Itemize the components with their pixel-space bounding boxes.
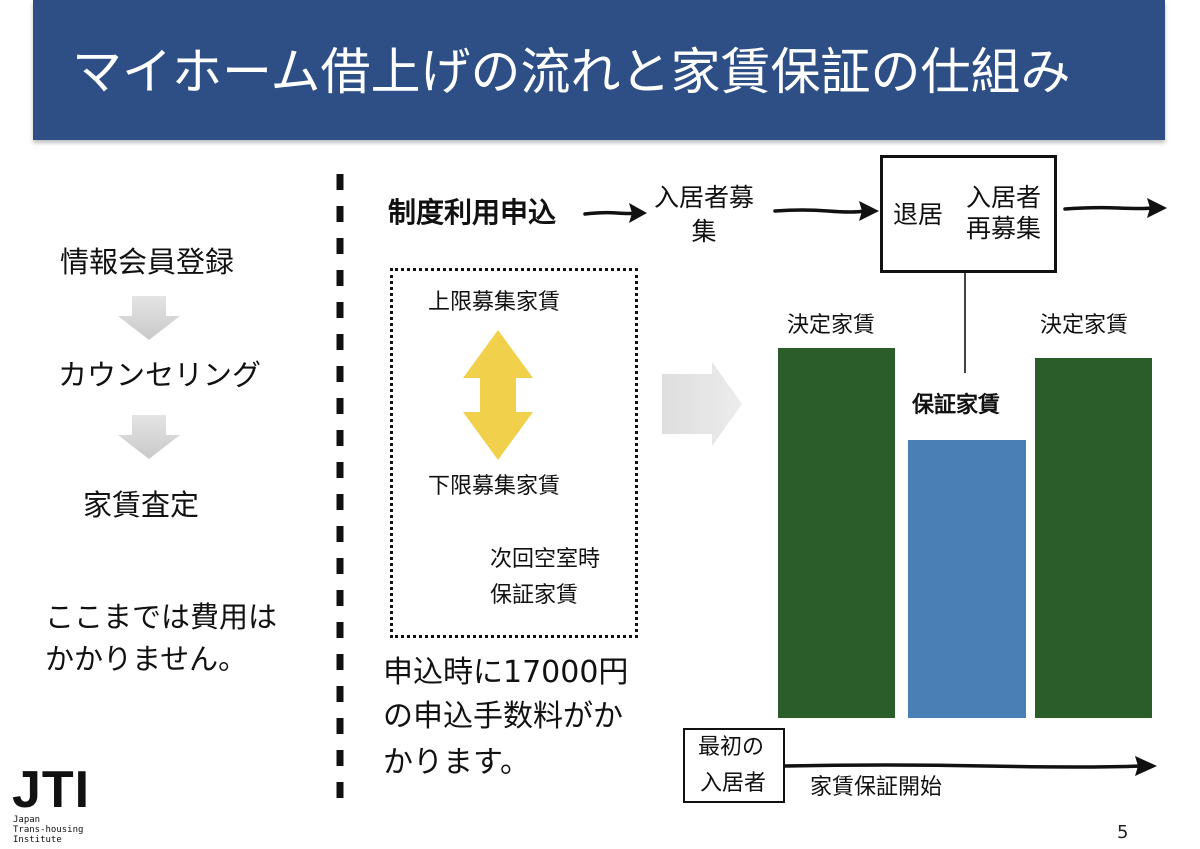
flow-arrow-icon xyxy=(583,203,647,223)
rent-range-box xyxy=(390,268,638,638)
decided-rent-label-left: 決定家賃 xyxy=(787,313,876,338)
guarantee-start-label: 家賃保証開始 xyxy=(810,775,943,800)
guaranteed-rent-label: 保証家賃 xyxy=(912,393,1001,418)
down-arrow-icon xyxy=(118,296,180,340)
vacancy-box xyxy=(880,155,1057,273)
dashed-divider xyxy=(336,174,344,802)
decided-rent-label-right: 決定家賃 xyxy=(1040,313,1129,338)
step-rent-assessment: 家賃査定 xyxy=(83,488,200,522)
lower-rent-label: 下限募集家賃 xyxy=(428,474,561,499)
re-recruitment-line: 再募集 xyxy=(966,214,1042,243)
connector-line xyxy=(964,273,966,373)
page-number: 5 xyxy=(1117,822,1129,843)
upper-rent-label: 上限募集家賃 xyxy=(428,290,561,315)
tenant-recruitment-line: 集 xyxy=(691,217,717,246)
fee-note-line: 申込時に17000円 xyxy=(383,655,629,690)
timeline-arrow-icon xyxy=(785,756,1157,776)
first-tenant-line: 入居者 xyxy=(700,771,767,796)
decided-rent-bar-left xyxy=(778,348,895,718)
slide-title: マイホーム借上げの流れと家賃保証の仕組み xyxy=(72,43,1071,101)
application-label: 制度利用申込 xyxy=(388,196,557,229)
next-vacancy-line: 次回空室時 xyxy=(490,547,601,572)
first-tenant-box xyxy=(683,728,785,803)
double-arrow-icon xyxy=(463,330,533,460)
fee-note-line: かります。 xyxy=(383,745,530,780)
free-note-line: ここまでは費用は xyxy=(45,600,278,634)
title-banner: マイホーム借上げの流れと家賃保証の仕組み xyxy=(33,0,1165,140)
logo-text-line: Japan xyxy=(13,815,41,825)
right-arrow-icon xyxy=(662,362,742,446)
re-recruitment-line: 入居者 xyxy=(966,183,1042,212)
fee-note-line: の申込手数料がか xyxy=(383,699,623,734)
guaranteed-rent-bar xyxy=(908,440,1026,718)
logo-text-line: Institute xyxy=(13,835,62,845)
next-vacancy-line: 保証家賃 xyxy=(490,583,579,608)
tenant-recruitment-line: 入居者募 xyxy=(653,183,754,212)
down-arrow-icon xyxy=(118,415,180,459)
move-out-label: 退居 xyxy=(893,200,944,229)
first-tenant-line: 最初の xyxy=(698,735,765,760)
decided-rent-bar-right xyxy=(1035,358,1152,718)
flow-arrow-icon xyxy=(1063,198,1167,218)
jti-logo: JTI xyxy=(12,761,91,819)
flow-arrow-icon xyxy=(773,201,879,221)
step-counseling: カウンセリング xyxy=(58,358,262,392)
step-member-registration: 情報会員登録 xyxy=(60,245,235,279)
free-note-line: かかりません。 xyxy=(45,642,248,676)
logo-text-line: Trans-housing xyxy=(13,825,84,835)
